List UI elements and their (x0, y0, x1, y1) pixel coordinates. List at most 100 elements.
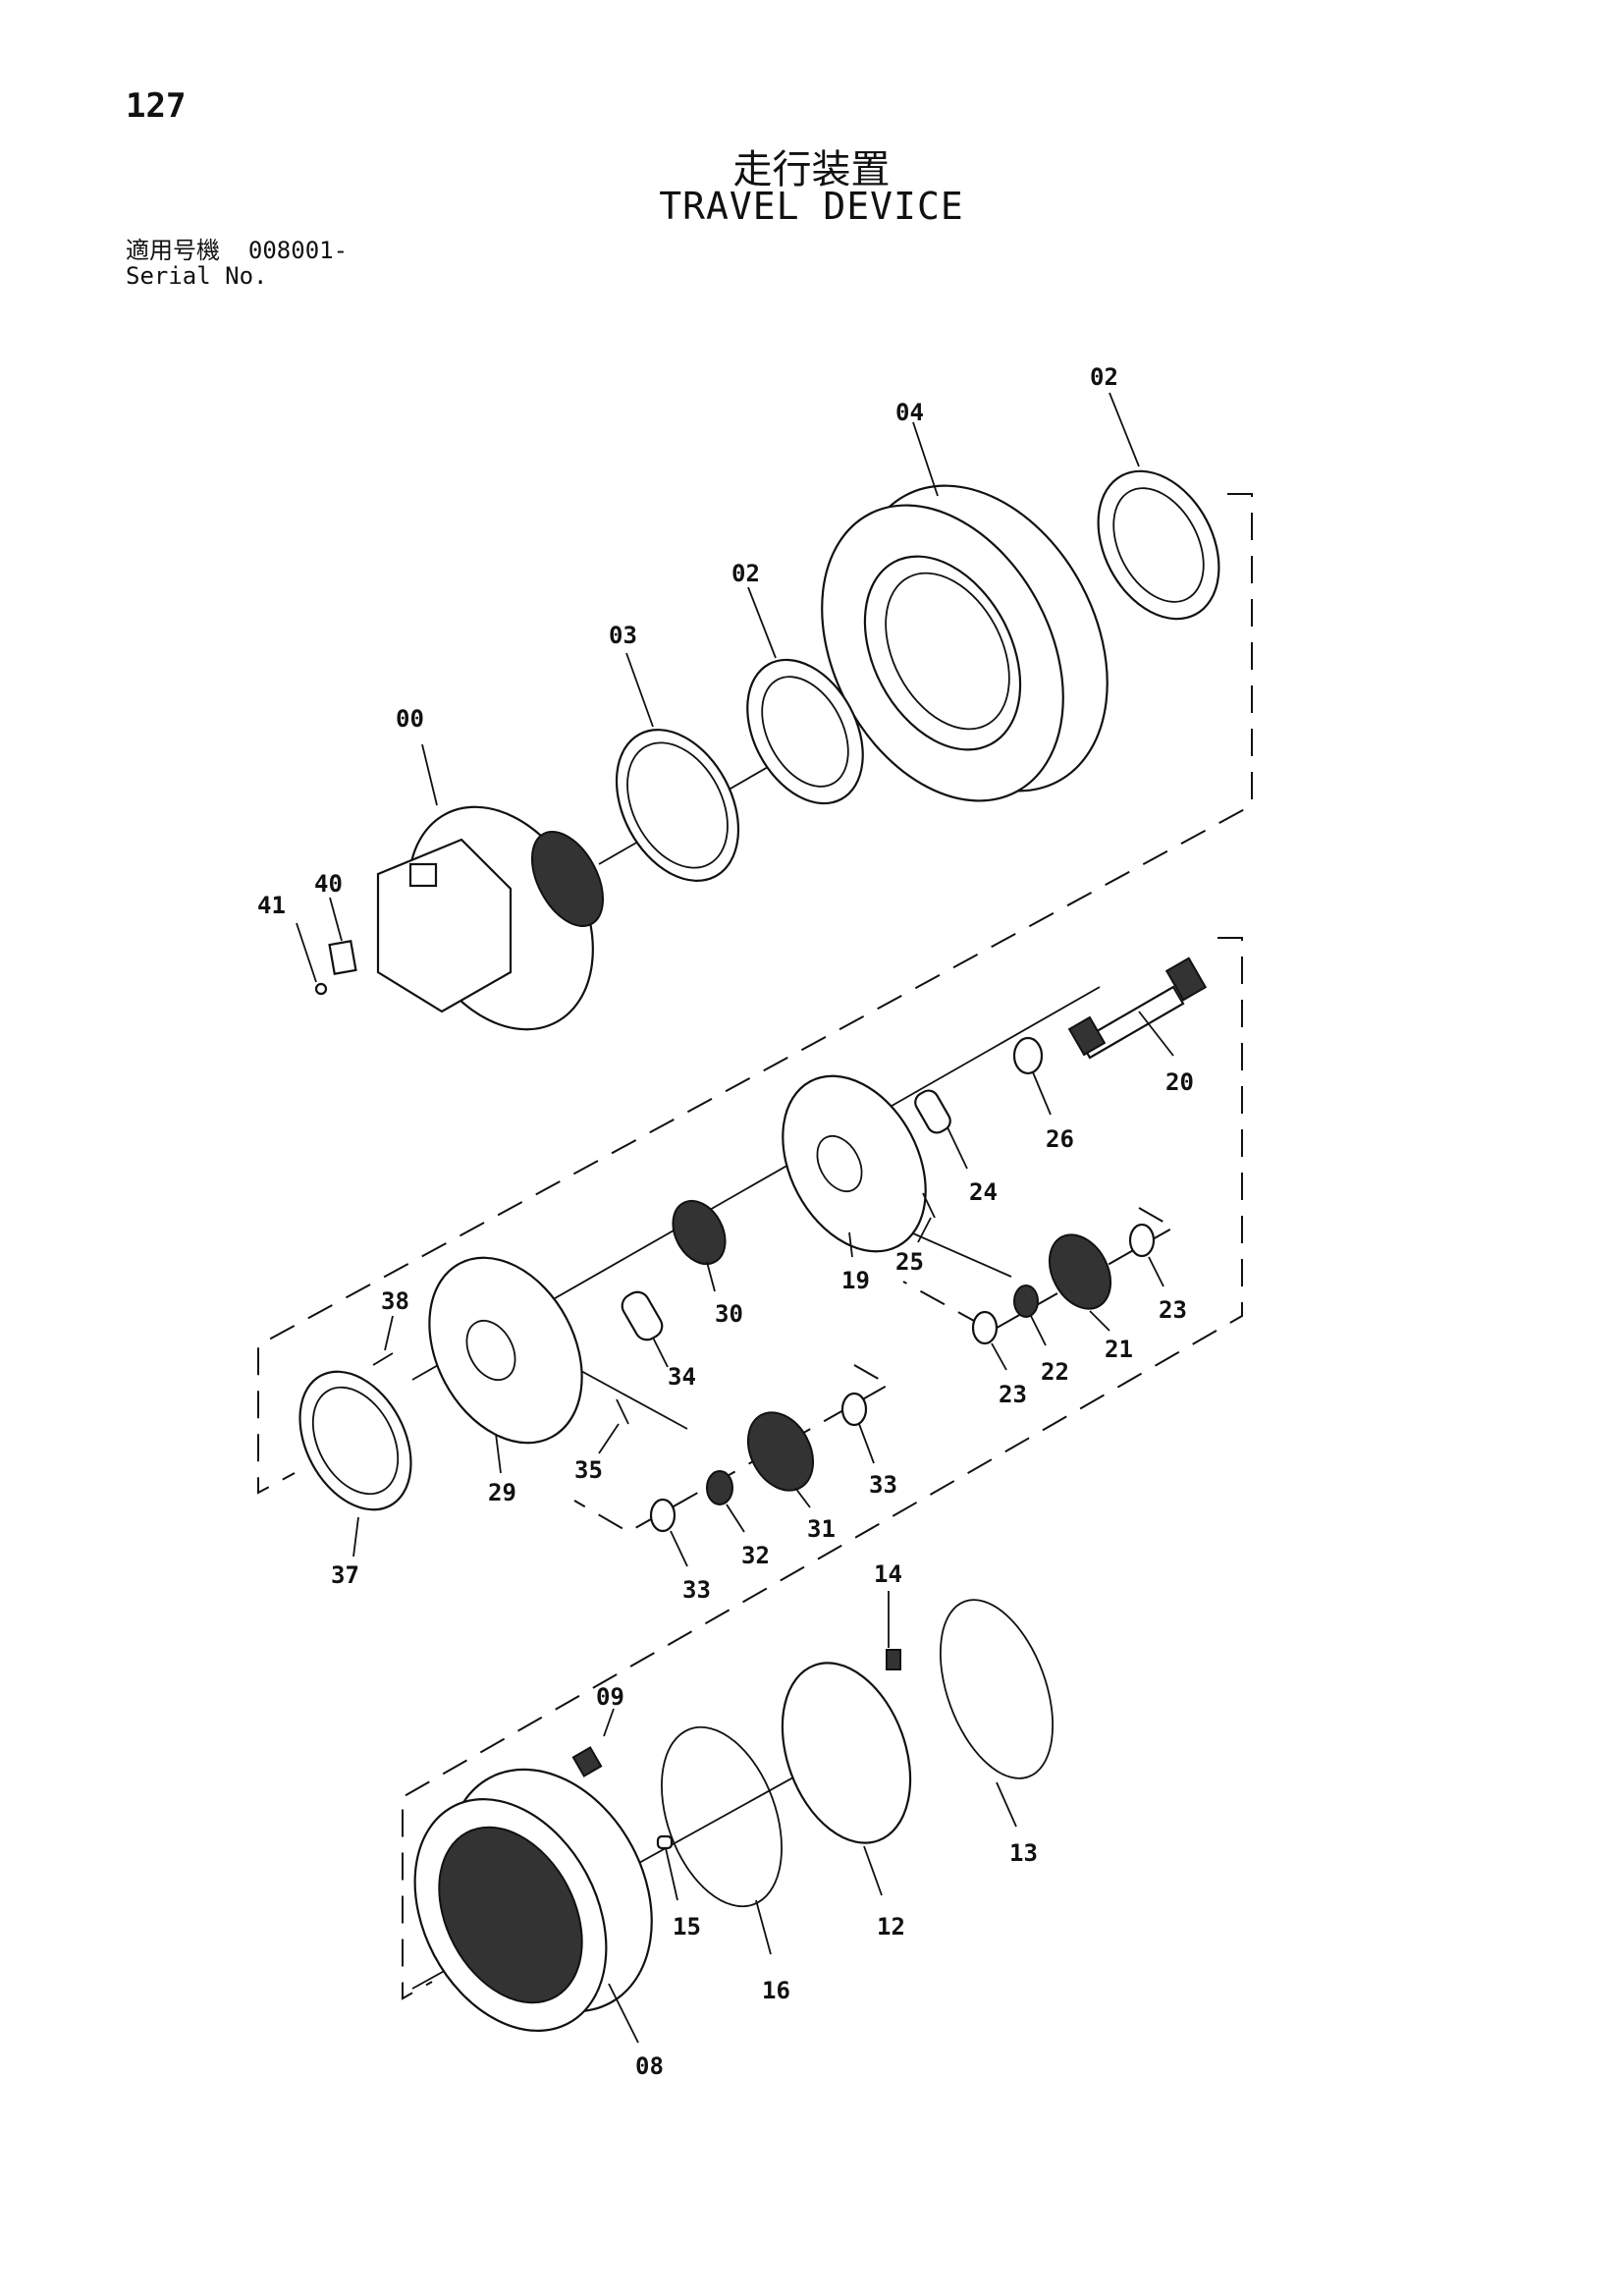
callout-25: 25 (895, 1248, 924, 1276)
leader-23b (991, 1342, 1007, 1371)
part-40-plate (328, 940, 357, 975)
callout-20: 20 (1165, 1068, 1194, 1096)
callout-02b: 02 (731, 560, 760, 587)
part-02-bearing-left (746, 658, 864, 805)
callout-13: 13 (1009, 1839, 1038, 1867)
outline-planet-box-2 (573, 1364, 892, 1534)
callout-12: 12 (877, 1913, 905, 1941)
callout-31: 31 (807, 1515, 836, 1543)
leader-23a (1148, 1256, 1164, 1287)
leader-08 (608, 1983, 639, 2044)
part-30-sun-gear (672, 1199, 727, 1266)
part-20-shaft (1067, 957, 1208, 1060)
ring-37-inner (311, 1386, 400, 1496)
leader-22 (1030, 1315, 1047, 1346)
leader-24 (947, 1126, 968, 1170)
callout-04: 04 (895, 399, 924, 426)
leader-35 (598, 1423, 620, 1454)
leader-33b (670, 1530, 688, 1567)
part-33-washer-left (649, 1498, 676, 1533)
leader-31 (794, 1487, 811, 1508)
hub-bore-inner (885, 572, 1010, 731)
serial-label-en: Serial No. (126, 262, 268, 290)
part-34-pin (621, 1290, 664, 1341)
leader-21 (1089, 1310, 1110, 1332)
leader-12 (863, 1845, 883, 1896)
leader-13 (996, 1781, 1017, 1828)
serial-line-jp: 適用号機 008001- (126, 238, 348, 263)
callout-33a: 33 (869, 1471, 897, 1499)
callout-03: 03 (609, 622, 637, 649)
callout-24: 24 (969, 1178, 998, 1206)
bearing-right-outer (1097, 469, 1220, 621)
callout-00: 00 (396, 705, 424, 733)
callout-02a: 02 (1090, 363, 1118, 391)
part-35-spring-pin (616, 1398, 629, 1425)
part-09-bolt (571, 1746, 603, 1777)
part-12-cover (781, 1662, 912, 1844)
part-03-seal (615, 729, 740, 882)
part-08-ring-gear (413, 1768, 653, 2032)
ring-37-outer (298, 1370, 412, 1511)
callout-40: 40 (314, 870, 343, 898)
seal-inner (626, 741, 729, 869)
carrier-19-bore (816, 1134, 863, 1193)
part-13-o-ring (939, 1599, 1055, 1779)
leader-38 (384, 1315, 394, 1351)
callout-30: 30 (715, 1300, 743, 1328)
part-24-pin (914, 1089, 951, 1134)
part-29-carrier (428, 1256, 583, 1445)
title-english: TRAVEL DEVICE (659, 185, 964, 228)
leader-03 (625, 652, 654, 728)
outline-top-group (257, 493, 1253, 1495)
leader-09 (603, 1708, 615, 1737)
outline-middle-group (402, 937, 1243, 2000)
part-19-carrier (782, 1074, 927, 1253)
leader-34 (652, 1337, 669, 1368)
seal-outer (615, 729, 740, 882)
part-15-plug (656, 1834, 674, 1850)
carrier-19-body (782, 1074, 927, 1253)
part-38-bolt (372, 1352, 394, 1366)
callout-35: 35 (574, 1456, 603, 1484)
callout-22: 22 (1041, 1358, 1069, 1386)
part-33-washer-right (840, 1392, 868, 1427)
serial-value: 008001- (247, 237, 349, 264)
leader-37 (352, 1516, 359, 1558)
leader-25 (917, 1217, 932, 1243)
callout-labels: 00 02 02 03 04 08 09 12 13 14 15 16 19 2… (257, 363, 1194, 2080)
serial-label-jp: 適用号機 (126, 237, 220, 264)
leader-30 (706, 1261, 716, 1292)
leader-29 (495, 1433, 502, 1474)
shaft-spline-mid (1067, 1015, 1107, 1057)
leader-02b (747, 586, 777, 659)
leader-26 (1032, 1071, 1052, 1116)
part-37-ring (298, 1370, 412, 1511)
part-00-motor (376, 805, 605, 1031)
callout-34: 34 (668, 1363, 696, 1391)
callout-15: 15 (673, 1913, 701, 1941)
callout-33b: 33 (682, 1576, 711, 1604)
carrier-29-bore (465, 1320, 516, 1381)
part-26-washer (1012, 1036, 1044, 1075)
bearing-left-outer (746, 658, 864, 805)
part-21-planet-gear (1048, 1233, 1112, 1310)
part-41-screw (314, 982, 328, 996)
serial-block: 適用号機 008001- Serial No. (126, 238, 348, 289)
leader-04 (912, 421, 939, 497)
part-16-o-ring (661, 1725, 783, 1908)
callout-21: 21 (1105, 1336, 1133, 1363)
part-22-needle-bearing (1013, 1285, 1039, 1318)
part-25-spring-pin (922, 1192, 936, 1219)
part-23-washer-left (971, 1310, 999, 1345)
callout-16: 16 (762, 1977, 790, 2004)
shaft-spline-end (1164, 957, 1208, 1002)
carrier-29-body (428, 1256, 583, 1445)
callout-32: 32 (741, 1542, 770, 1569)
callout-23b: 23 (999, 1381, 1027, 1408)
ring-gear-teeth (438, 1826, 583, 2004)
callout-26: 26 (1046, 1125, 1074, 1153)
callout-37: 37 (331, 1561, 359, 1589)
callout-14: 14 (874, 1560, 902, 1588)
